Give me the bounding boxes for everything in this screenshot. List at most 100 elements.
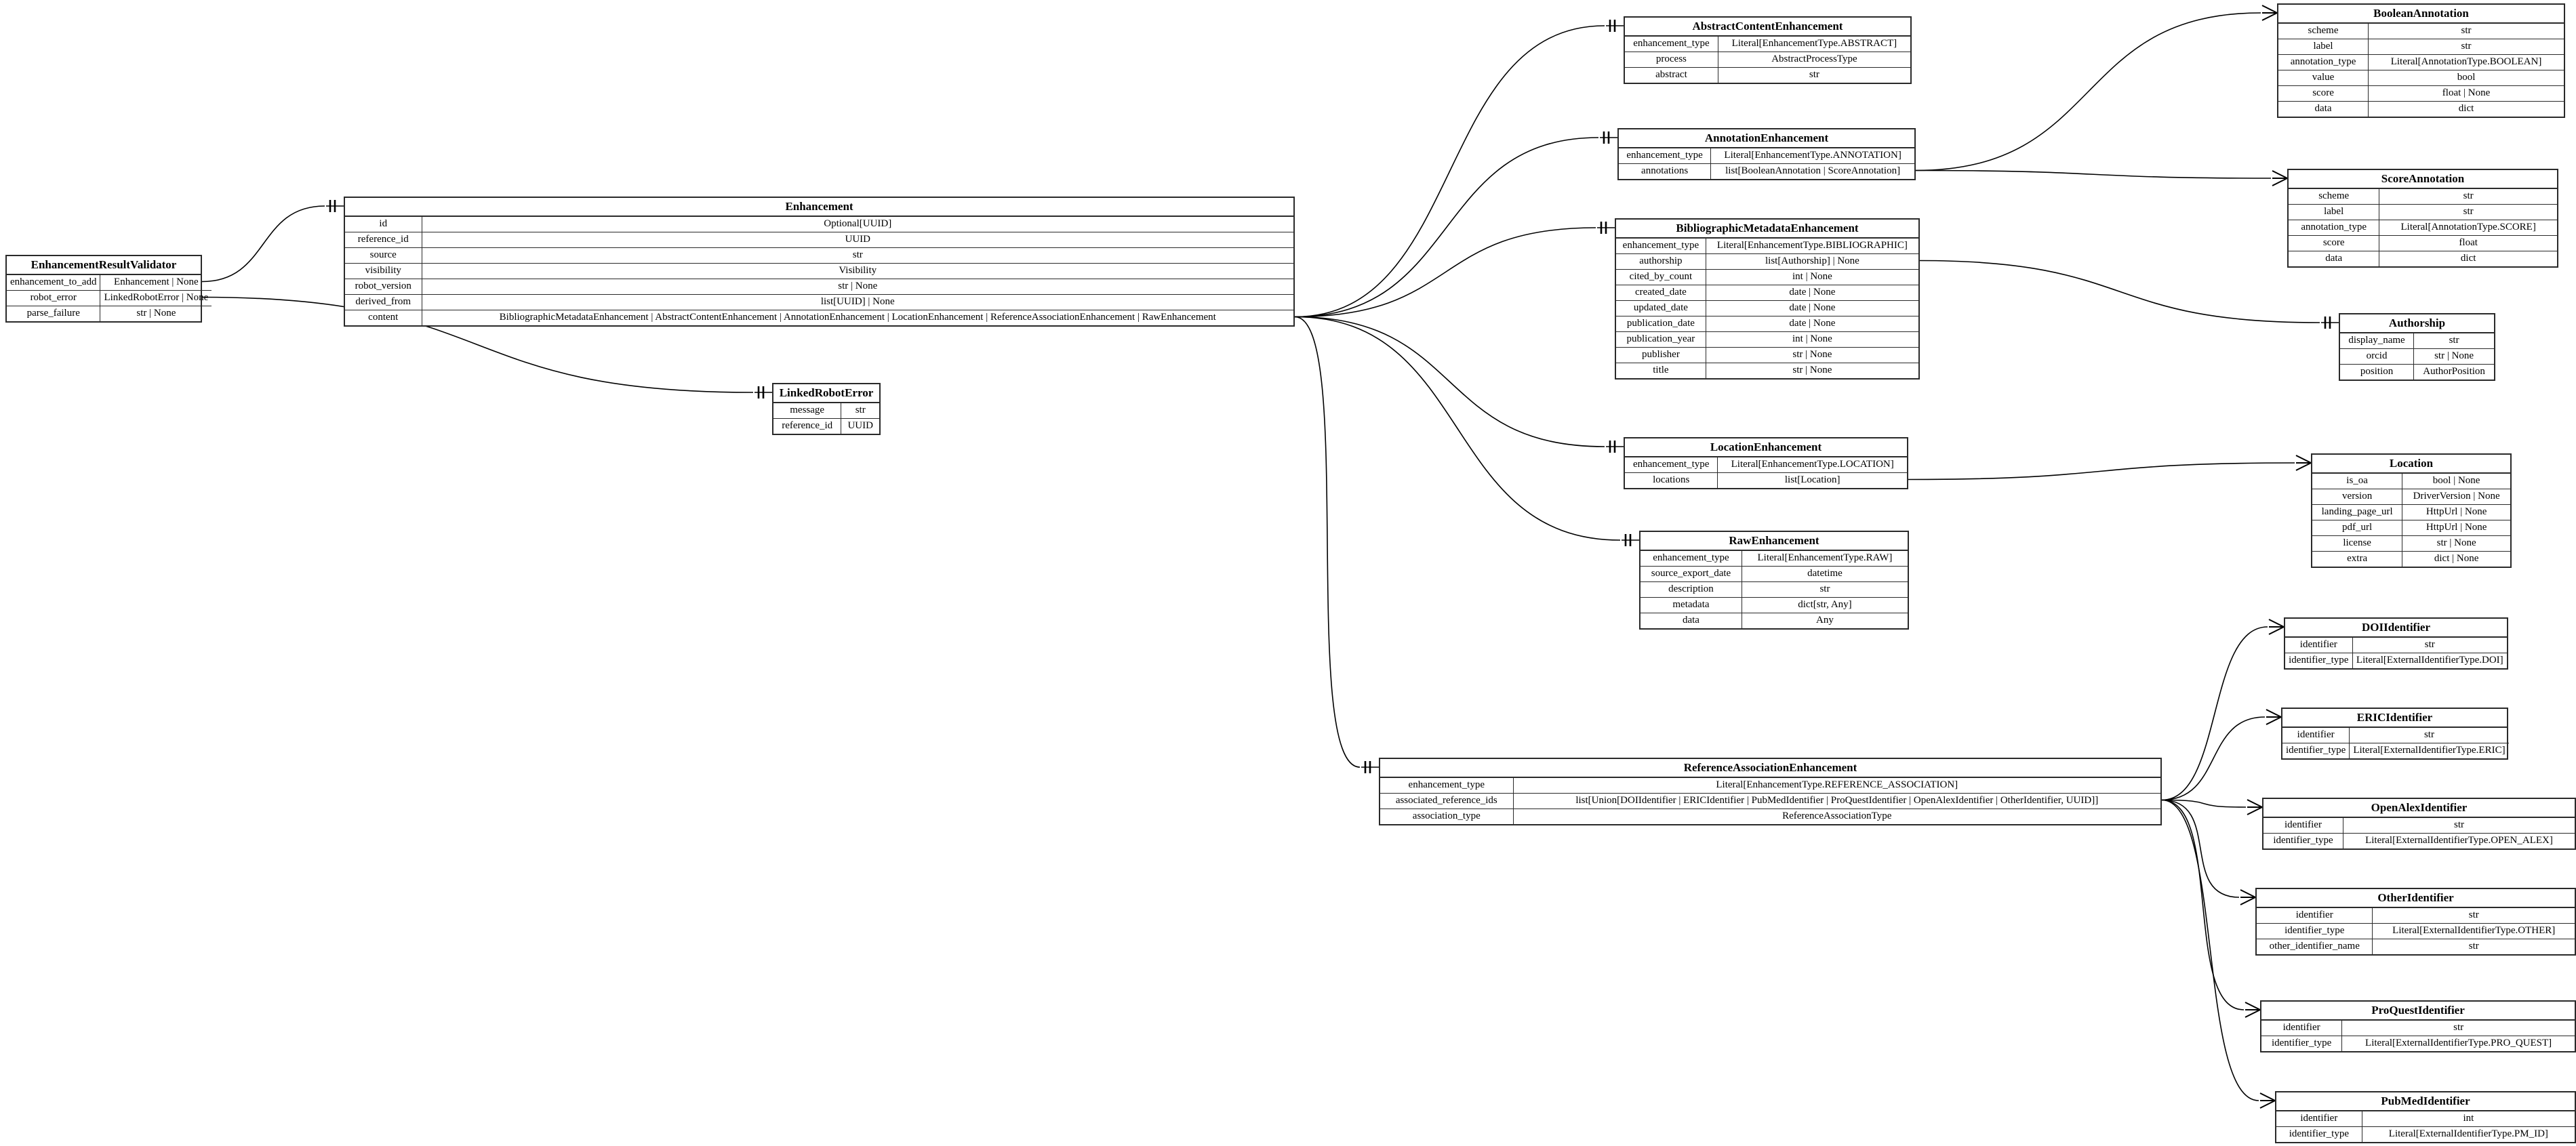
- field-type: str: [2368, 39, 2564, 55]
- field-attr: enhancement_type: [1625, 37, 1718, 52]
- field-type: list[Union[DOIIdentifier | ERICIdentifie…: [1513, 793, 2160, 809]
- field-attr: visibility: [345, 263, 422, 279]
- field-type: Literal[EnhancementType.ABSTRACT]: [1731, 38, 1897, 49]
- field-attr: version: [2312, 489, 2403, 505]
- entity-fields: enhancement_type Literal[EnhancementType.…: [1625, 37, 1910, 83]
- field-type: str: [2379, 204, 2557, 220]
- field-type: str | None: [1706, 347, 1918, 363]
- entity-title: ScoreAnnotation: [2289, 170, 2557, 189]
- entity-title: Location: [2312, 455, 2510, 474]
- field-row: enhancement_type Literal[EnhancementType.…: [1625, 37, 1910, 52]
- relationship-edge: [1294, 316, 1621, 541]
- field-attr: enhancement_type: [1625, 457, 1718, 473]
- field-attr: data: [2289, 251, 2380, 266]
- field-attr: display_name: [2340, 333, 2415, 349]
- relationship-edge: [2161, 626, 2268, 801]
- field-attr: identifier_type: [2282, 743, 2350, 758]
- field-attr: position: [2340, 364, 2415, 380]
- field-type: list[UUID] | None: [422, 294, 1293, 310]
- field-attr: title: [1616, 363, 1706, 378]
- field-type: HttpUrl | None: [2402, 520, 2510, 536]
- field-type: Any: [1742, 613, 1908, 628]
- field-attr: authorship: [1616, 253, 1706, 270]
- field-type: Literal[ExternalIdentifierType.DOI]: [2352, 653, 2507, 668]
- relationship-edge: [1908, 462, 2295, 480]
- field-type: str: [2468, 909, 2479, 920]
- field-type: Literal[ExternalIdentifierType.OTHER]: [2372, 923, 2575, 939]
- field-type: Literal[EnhancementType.RAW]: [1757, 552, 1893, 563]
- field-type: DriverVersion | None: [2402, 489, 2510, 505]
- field-attr: label: [2289, 204, 2380, 220]
- field-type: LinkedRobotError | None: [100, 290, 212, 306]
- field-attr: enhancement_type: [1641, 551, 1742, 567]
- field-type: Literal[EnhancementType.ANNOTATION]: [1724, 150, 1901, 161]
- field-type: Literal[ExternalIdentifierType.PM_ID]: [2362, 1126, 2575, 1142]
- field-attr: identifier: [2261, 1021, 2343, 1036]
- entity-title: EnhancementResultValidator: [7, 256, 201, 275]
- field-type: UUID: [841, 418, 879, 434]
- field-type: str: [2424, 639, 2435, 650]
- field-attr: identifier_type: [2257, 923, 2373, 939]
- field-attr: metadata: [1641, 597, 1742, 613]
- relationship-edge: [2272, 170, 2289, 186]
- field-type: date | None: [1706, 316, 1918, 332]
- field-attr: identifier: [2257, 908, 2373, 924]
- field-attr: scheme: [2289, 189, 2380, 205]
- entity-title: ERICIdentifier: [2282, 709, 2507, 728]
- field-attr: annotation_type: [2289, 220, 2380, 236]
- field-type: Literal[AnnotationType.BOOLEAN]: [2368, 54, 2564, 70]
- field-type: UUID: [422, 232, 1293, 248]
- entity-title: Enhancement: [345, 198, 1293, 217]
- field-attr: identifier_type: [2276, 1126, 2362, 1142]
- field-type: dict[str, Any]: [1742, 597, 1908, 613]
- field-attr: identifier: [2263, 818, 2343, 834]
- field-type: list[BooleanAnnotation | ScoreAnnotation…: [1710, 163, 1914, 179]
- field-type: bool | None: [2432, 475, 2480, 486]
- field-type: str | None: [100, 306, 212, 321]
- field-type: Enhancement | None: [114, 277, 199, 287]
- field-attr: source: [345, 247, 422, 264]
- field-type: str: [2449, 335, 2459, 346]
- field-type: int | None: [1706, 331, 1918, 348]
- field-attr: robot_error: [7, 290, 101, 306]
